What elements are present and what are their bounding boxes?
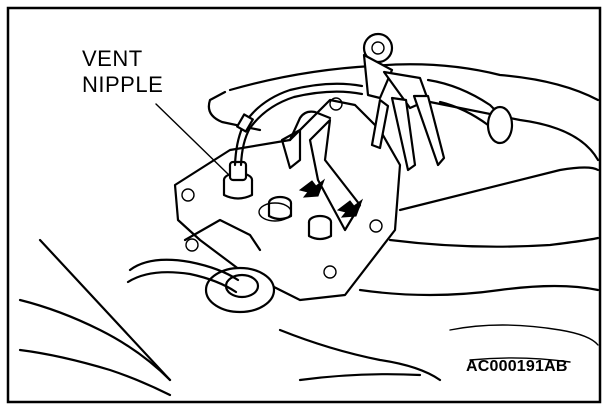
arrow-icon — [298, 178, 326, 198]
engine-background — [18, 63, 600, 397]
figure-code: AC000191AB — [466, 358, 568, 375]
hose-clamp-pliers — [362, 32, 446, 172]
port-nozzles — [258, 195, 333, 241]
callout-label-line-2: NIPPLE — [82, 72, 164, 97]
callout-label-line-1: VENT — [82, 46, 143, 71]
vent-hose — [233, 82, 364, 167]
callout-leader-line — [155, 103, 229, 175]
right-hose — [426, 78, 514, 145]
arrow-icon — [336, 198, 364, 218]
vent-nipple — [222, 160, 254, 200]
lower-fitting — [126, 218, 276, 314]
figure-border — [6, 6, 602, 404]
callout-label: VENT NIPPLE — [82, 46, 163, 98]
